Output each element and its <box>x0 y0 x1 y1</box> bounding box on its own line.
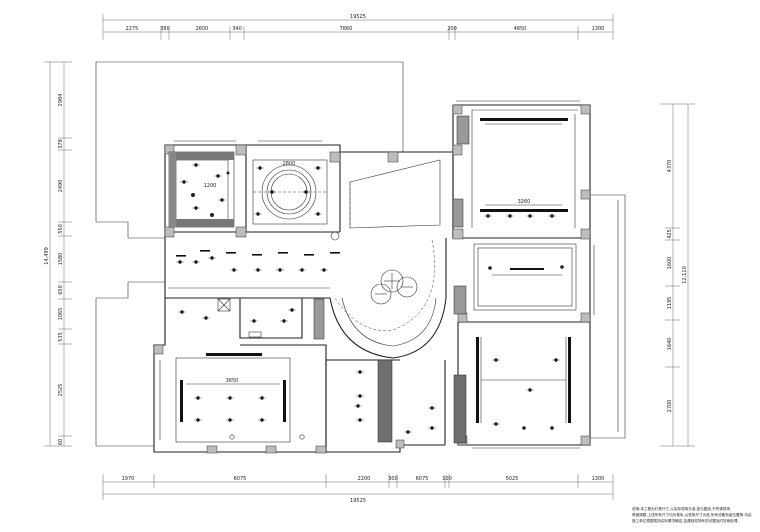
top-dim-3: 2600 <box>196 26 209 32</box>
notes-block: 说明:本工程为灯具尺寸,以实际现场为准,如与图纸,不符请现场 再做调整,上述所有… <box>632 506 752 523</box>
top-dimension-chain: 19525 2275 380 2600 340 7860 200 4850 13… <box>102 14 614 40</box>
bottom-dim-3: 2200 <box>358 476 371 482</box>
upper-bedroom-dim: 3260 <box>518 199 531 205</box>
lower-left-room: 3650 <box>175 353 305 443</box>
main-walls <box>153 104 626 453</box>
left-overall-dimension: 14,499 <box>44 247 50 265</box>
structural-columns <box>153 104 591 454</box>
right-dim-3: 1600 <box>667 257 673 270</box>
lower-left-dim: 3650 <box>226 378 239 384</box>
wardrobes <box>313 115 470 444</box>
left-dim-10: 60 <box>58 439 64 445</box>
top-dim-2: 380 <box>160 26 170 32</box>
corridor-lights <box>168 250 340 289</box>
linear-light-icon <box>176 255 186 257</box>
bottom-dim-2: 6075 <box>234 476 247 482</box>
left-dim-3: 2490 <box>58 180 64 193</box>
top-dim-7: 4850 <box>514 26 527 32</box>
dining-room: 1200 <box>168 151 235 228</box>
linear-light-icon <box>330 252 340 254</box>
note-line-1: 说明:本工程为灯具尺寸,以实际现场为准,如与图纸,不符请现场 <box>632 506 730 511</box>
note-line-2: 再做调整,上述所有尺寸均为毫米,以现场尺寸为准,所有设备安装位置等,均由 <box>632 512 752 517</box>
right-dim-4: 1195 <box>667 297 673 310</box>
bottom-dim-8: 1300 <box>592 476 605 482</box>
top-dim-5: 7860 <box>340 26 353 32</box>
bottom-overall-dimension: 19525 <box>350 498 366 504</box>
windows <box>159 100 595 449</box>
round-ceiling-feature: 2800 <box>252 159 340 241</box>
linear-light-icon <box>200 250 210 252</box>
note-line-3: 施工单位根据现场实际情况确定,如遇到现场有关问题及时协商处理。 <box>632 518 741 523</box>
bottom-dim-1: 1970 <box>122 476 135 482</box>
dining-hatched-cabinet <box>169 152 234 227</box>
foyer-ceiling <box>349 159 441 229</box>
right-overall-dimension: 12,110 <box>682 266 688 284</box>
right-dim-1: 4370 <box>667 160 673 173</box>
round-feature-dim: 2800 <box>283 161 296 167</box>
right-dim-2: 425 <box>667 229 673 239</box>
linear-light-icon <box>226 252 236 254</box>
left-dim-9: 2525 <box>58 384 64 397</box>
left-dimension-chain: 14,499 2984 378 2490 550 1580 650 1065 5… <box>44 61 72 447</box>
right-dimension-chain: 4370 425 1600 1195 1640 2700 12,110 <box>660 103 695 447</box>
left-dim-6: 650 <box>58 285 64 295</box>
top-overall-dimension: 19525 <box>350 14 366 20</box>
right-lower-room <box>476 337 571 430</box>
bath-room <box>217 298 262 338</box>
linear-light-icon <box>252 254 262 256</box>
right-middle-room <box>473 243 577 311</box>
right-dim-5: 1640 <box>667 338 673 351</box>
top-dim-8: 1300 <box>592 26 605 32</box>
right-dim-6: 2700 <box>667 400 673 413</box>
linear-light-icon <box>278 252 288 254</box>
bottom-dimension-chain: 1970 6075 2200 300 6075 100 5025 1300 19… <box>102 474 614 504</box>
dining-dim: 1200 <box>204 183 217 189</box>
left-dim-4: 550 <box>58 224 64 234</box>
left-dim-5: 1580 <box>58 253 64 266</box>
living-area <box>334 239 435 331</box>
linear-light-icon <box>304 254 314 256</box>
terrace-outlines <box>95 61 404 447</box>
left-dim-1: 2984 <box>58 94 64 107</box>
upper-right-bedroom: 3260 <box>480 114 576 228</box>
left-dim-2: 378 <box>58 139 64 149</box>
bottom-dim-5: 6075 <box>416 476 429 482</box>
top-dim-6: 200 <box>447 26 457 32</box>
bottom-dim-7: 5025 <box>506 476 519 482</box>
top-dim-4: 340 <box>232 26 242 32</box>
downlights <box>176 163 560 434</box>
top-dim-1: 2275 <box>126 26 139 32</box>
bottom-dim-4: 300 <box>388 476 398 482</box>
left-dim-8: 535 <box>58 332 64 342</box>
left-dim-7: 1065 <box>58 308 64 321</box>
bottom-dim-6: 100 <box>442 476 452 482</box>
